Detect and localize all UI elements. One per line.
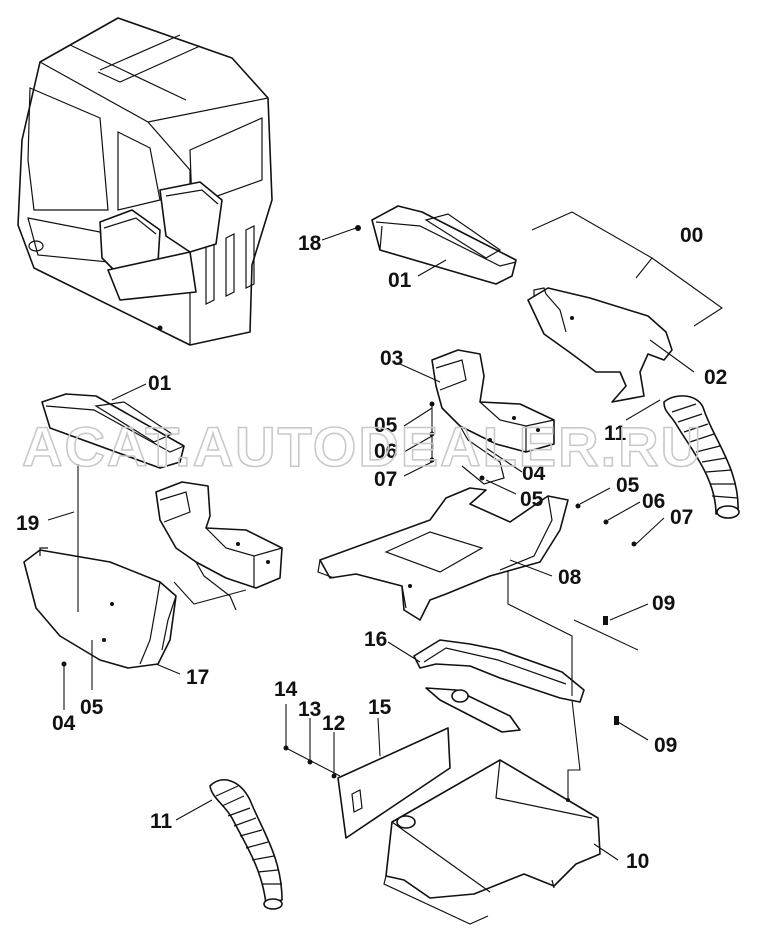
callout-03: 03 (380, 347, 403, 370)
callout-06-right: 06 (642, 490, 665, 513)
leader-lines (47, 211, 723, 861)
callout-15: 15 (368, 696, 392, 719)
callout-11-right: 11 (604, 422, 627, 445)
air-duct-hose-bottom (209, 779, 283, 910)
callout-13: 13 (298, 698, 321, 721)
callout-05-right: 05 (616, 474, 640, 497)
callout-08: 08 (558, 566, 582, 589)
callout-02: 02 (704, 366, 727, 389)
callout-12: 12 (322, 712, 345, 735)
control-box-upper (431, 349, 555, 485)
callout-05-left: 05 (80, 696, 104, 719)
callout-05-middle: 05 (520, 488, 544, 511)
callout-09-lower: 09 (654, 734, 677, 757)
armrest-console-left (41, 393, 185, 469)
callout-labels: 00 01 01 02 03 04 04 05 05 05 05 06 06 0… (16, 224, 727, 873)
callout-14: 14 (274, 678, 298, 701)
callout-07-upper: 07 (374, 468, 397, 491)
callout-17: 17 (186, 666, 209, 689)
base-frame (317, 487, 569, 621)
callout-19: 19 (16, 512, 39, 535)
bracket-assembly (413, 639, 585, 733)
side-cover-right (527, 287, 673, 403)
callout-10: 10 (626, 850, 649, 873)
callout-09-upper: 09 (652, 592, 675, 615)
fasteners (61, 401, 637, 779)
callout-01-upper: 01 (388, 269, 412, 292)
side-cover-left (23, 547, 177, 669)
callout-16: 16 (364, 628, 387, 651)
control-box-left (155, 481, 283, 611)
armrest-console-upper (355, 205, 517, 285)
cover-plate (337, 727, 451, 839)
callout-04-left: 04 (52, 712, 76, 735)
callout-05-upper: 05 (374, 414, 398, 437)
callout-06-upper: 06 (374, 440, 397, 463)
floor-box (383, 759, 601, 925)
callout-07-right: 07 (670, 506, 693, 529)
air-duct-hose-right (663, 395, 740, 519)
callout-18: 18 (298, 232, 322, 255)
callout-01-left: 01 (148, 372, 172, 395)
watermark-text: ACAT.AUTODEALER.RU (22, 415, 703, 478)
callout-00: 00 (680, 224, 703, 247)
callout-11-bottom: 11 (150, 810, 173, 833)
callout-04-upper: 04 (522, 462, 546, 485)
operator-cab (17, 17, 273, 346)
